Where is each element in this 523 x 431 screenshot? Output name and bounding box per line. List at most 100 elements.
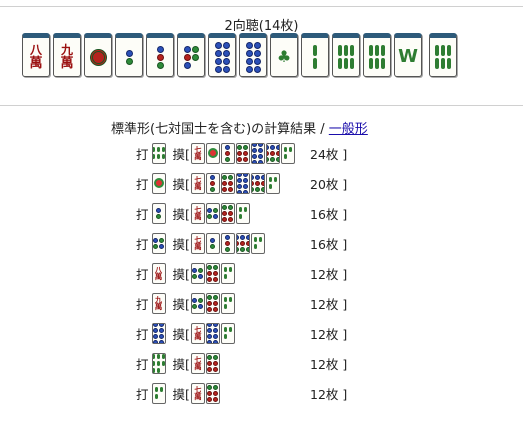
pinzu-circle — [228, 204, 234, 210]
pinzu-circle — [270, 150, 276, 156]
pinzu-circle — [225, 150, 231, 156]
manzu-8-tile[interactable]: 八萬 — [22, 33, 50, 77]
pinzu-5-tile[interactable] — [177, 33, 205, 77]
section-divider — [0, 105, 523, 106]
discard-souzu-8-tile[interactable] — [151, 352, 166, 374]
souzu-stick — [283, 154, 287, 159]
pinzu-circle — [213, 270, 219, 276]
manzu-numeral: 七 — [194, 324, 202, 334]
souzu-stick — [162, 360, 165, 366]
pinzu-6-tile — [205, 262, 220, 284]
wait-count: 12枚 ] — [310, 356, 348, 372]
pinzu-circle — [236, 246, 240, 252]
pinzu-circle — [237, 150, 243, 156]
pinzu-3-tile — [220, 232, 235, 254]
pinzu-circle — [191, 45, 199, 53]
manzu-numeral: 七 — [194, 204, 202, 214]
pinzu-circle — [261, 186, 264, 192]
pinzu-circle — [213, 294, 219, 300]
discard-pinzu-4-tile[interactable] — [151, 232, 166, 254]
wait-tiles — [190, 262, 236, 284]
pinzu-circle — [237, 144, 243, 150]
pinzu-circle — [156, 53, 164, 61]
pinzu-circle — [159, 339, 165, 343]
souzu-2-tile[interactable] — [301, 33, 329, 77]
souzu-stick — [253, 244, 257, 249]
manzu-numeral: 七 — [194, 354, 202, 364]
wait-count: 12枚 ] — [310, 296, 348, 312]
wait-tiles: 七萬 — [190, 142, 296, 164]
discard-row: 打九萬摸[12枚 ] — [136, 292, 347, 314]
pinzu-circle — [192, 303, 198, 309]
pinzu-6-tile — [235, 142, 250, 164]
souzu-3-tile — [265, 172, 280, 194]
result-title-text: 標準形(七対国士を含む)の計算結果 / — [111, 122, 329, 137]
pinzu-circle — [252, 159, 258, 163]
pinzu-circle — [213, 207, 219, 213]
souzu-1-tile[interactable]: ♣ — [270, 33, 298, 77]
pinzu-circle — [159, 243, 165, 249]
pinzu-circle — [228, 216, 234, 222]
discard-pinzu-8-tile[interactable] — [151, 322, 166, 344]
discard-label: 打 — [136, 176, 149, 192]
discard-manzu-8-tile[interactable]: 八萬 — [151, 262, 166, 284]
souzu-7-tile[interactable]: W — [394, 33, 422, 77]
souzu-3-tile — [235, 202, 250, 224]
pinzu-circle — [198, 267, 204, 273]
pinzu-circle — [153, 327, 159, 333]
souzu-stick — [223, 274, 227, 279]
discard-manzu-9-tile[interactable]: 九萬 — [151, 292, 166, 314]
pinzu-2-tile[interactable] — [115, 33, 143, 77]
pinzu-3-tile — [205, 172, 220, 194]
souzu-stick — [268, 184, 272, 189]
pinzu-8-tile[interactable] — [208, 33, 236, 77]
discard-label: 打 — [136, 356, 149, 372]
discard-souzu-6-tile[interactable] — [151, 142, 166, 164]
wait-count: 12枚 ] — [310, 326, 348, 342]
souzu-stick — [228, 297, 232, 302]
pinzu-circle — [276, 150, 279, 156]
souzu-6-tile[interactable] — [332, 33, 360, 77]
manzu-9-tile[interactable]: 九萬 — [53, 33, 81, 77]
souzu-stick — [223, 267, 227, 272]
pinzu-circle — [207, 323, 213, 327]
souzu-6-tile[interactable] — [363, 33, 391, 77]
pinzu-circle — [207, 270, 213, 276]
pinzu-4-tile — [190, 292, 205, 314]
souzu-6-tile[interactable] — [429, 33, 457, 77]
discard-pinzu-1-tile[interactable] — [151, 172, 166, 194]
pinzu-3-tile[interactable] — [146, 33, 174, 77]
souzu-stick — [154, 394, 158, 399]
souzu-stick — [162, 147, 165, 152]
discard-label: 打 — [136, 386, 149, 402]
pinzu-circle — [207, 366, 213, 372]
discard-souzu-3-tile[interactable] — [151, 382, 166, 404]
pinzu-circle — [156, 207, 162, 213]
pinzu-1-tile[interactable] — [84, 33, 112, 77]
pinzu-circle — [245, 65, 253, 73]
general-form-link[interactable]: 一般形 — [328, 122, 368, 137]
pinzu-circle — [198, 297, 204, 303]
wait-tiles — [190, 292, 236, 314]
pinzu-circle — [253, 57, 261, 65]
pinzu-circle — [243, 144, 249, 150]
manzu-character: 萬 — [194, 181, 202, 191]
manzu-character: 萬 — [154, 271, 163, 281]
pinzu-circle — [266, 156, 270, 162]
pinzu-8-tile[interactable] — [239, 33, 267, 77]
souzu-stick — [243, 207, 247, 212]
pinzu-circle — [198, 303, 204, 309]
souzu-stick — [375, 45, 379, 56]
pinzu-circle — [213, 390, 219, 396]
pinzu-circle — [191, 53, 199, 61]
pinzu-circle — [251, 186, 255, 192]
discard-label: 打 — [136, 296, 149, 312]
manzu-numeral: 八 — [155, 264, 163, 274]
draw-label: 摸[ — [172, 206, 190, 222]
pinzu-circle — [159, 333, 165, 339]
pinzu-circle — [240, 234, 246, 240]
souzu-stick — [154, 387, 158, 392]
discard-pinzu-2-tile[interactable] — [151, 202, 166, 224]
pinzu-circle — [228, 174, 234, 180]
